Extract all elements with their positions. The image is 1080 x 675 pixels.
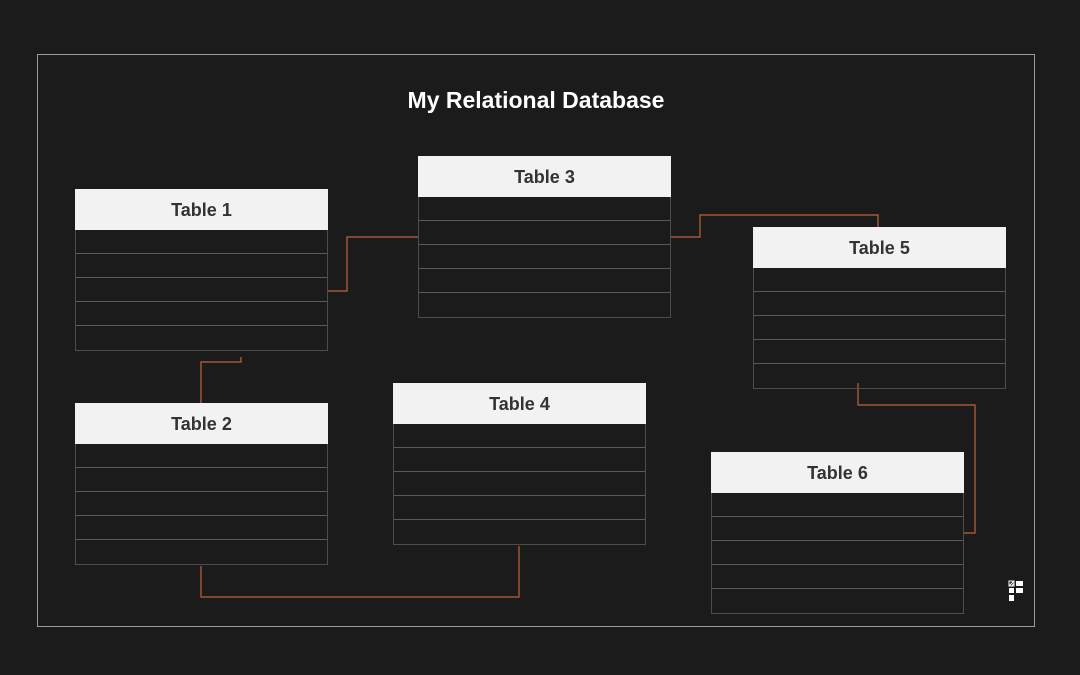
table-2-header: Table 2 <box>75 403 328 444</box>
table-4-rows <box>393 424 646 545</box>
table-row <box>76 302 327 326</box>
table-row <box>76 444 327 468</box>
table-row <box>394 520 645 544</box>
table-5-header: Table 5 <box>753 227 1006 268</box>
table-3-header: Table 3 <box>418 156 671 197</box>
table-row <box>76 230 327 254</box>
table-row <box>754 292 1005 316</box>
table-row <box>394 496 645 520</box>
table-1[interactable]: Table 1 <box>75 189 328 351</box>
table-row <box>754 340 1005 364</box>
table-5[interactable]: Table 5 <box>753 227 1006 389</box>
relation-table5-table6 <box>857 383 976 534</box>
table-row <box>394 472 645 496</box>
table-row <box>76 254 327 278</box>
diagram-title: My Relational Database <box>407 87 665 113</box>
relation-table1-table2 <box>200 357 242 403</box>
table-3-rows <box>418 197 671 318</box>
table-6-rows <box>711 493 964 614</box>
table-1-rows <box>75 230 328 351</box>
table-6-header: Table 6 <box>711 452 964 493</box>
table-2[interactable]: Table 2 <box>75 403 328 565</box>
table-1-header: Table 1 <box>75 189 328 230</box>
table-5-rows <box>753 268 1006 389</box>
table-row <box>394 448 645 472</box>
relation-table3-table5 <box>670 214 879 238</box>
table-row <box>419 245 670 269</box>
table-row <box>76 540 327 564</box>
table-row <box>712 565 963 589</box>
table-row <box>76 326 327 350</box>
table-row <box>712 589 963 613</box>
table-row <box>76 516 327 540</box>
table-row <box>76 278 327 302</box>
table-row <box>76 492 327 516</box>
table-row <box>419 293 670 317</box>
table-3[interactable]: Table 3 <box>418 156 671 318</box>
table-row <box>754 268 1005 292</box>
relation-table1-table3 <box>327 236 418 292</box>
table-row <box>419 197 670 221</box>
framer-logo-icon <box>1008 580 1023 601</box>
table-row <box>394 424 645 448</box>
table-row <box>419 269 670 293</box>
table-4-header: Table 4 <box>393 383 646 424</box>
table-row <box>76 468 327 492</box>
table-row <box>419 221 670 245</box>
table-2-rows <box>75 444 328 565</box>
diagram-frame <box>37 54 1035 627</box>
table-row <box>712 517 963 541</box>
table-row <box>754 316 1005 340</box>
relation-table2-table4 <box>200 546 520 598</box>
table-row <box>712 541 963 565</box>
table-row <box>712 493 963 517</box>
table-4[interactable]: Table 4 <box>393 383 646 545</box>
table-6[interactable]: Table 6 <box>711 452 964 614</box>
table-row <box>754 364 1005 388</box>
